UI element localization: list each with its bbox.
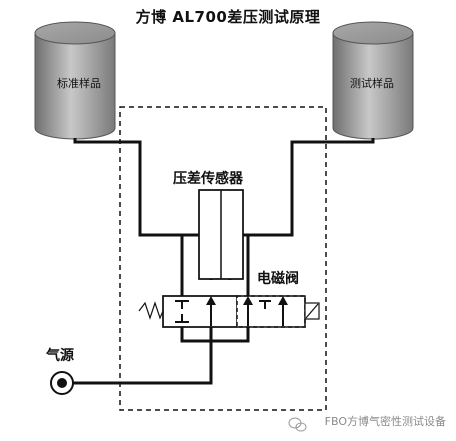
pressure-sensor <box>198 189 244 280</box>
solenoid-valve <box>138 295 320 328</box>
pipe-gas-feed <box>62 321 213 385</box>
watermark-text: FBO方博气密性测试设备 <box>324 415 446 428</box>
flow-arrow-icon <box>278 296 288 305</box>
wechat-icon <box>288 417 307 432</box>
test-sample-label: 测试样品 <box>350 77 394 90</box>
standard-sample-cylinder <box>34 21 116 140</box>
flow-arrow-icon <box>206 296 216 305</box>
diagram-title: 方博 AL700差压测试原理 <box>135 8 321 26</box>
test-sample-cylinder <box>332 21 414 140</box>
solenoid-valve-label: 电磁阀 <box>257 271 299 287</box>
gas-source-label: 气源 <box>46 348 74 364</box>
pipe-standard-left <box>73 138 184 300</box>
valve-spring-icon <box>138 301 164 320</box>
pressure-sensor-label: 压差传感器 <box>173 171 243 187</box>
test-unit-enclosure <box>119 106 327 411</box>
flow-arrow-icon <box>243 296 253 305</box>
standard-sample-label: 标准样品 <box>57 77 101 90</box>
gas-source-icon <box>50 371 74 395</box>
pipe-test-right <box>246 138 375 300</box>
